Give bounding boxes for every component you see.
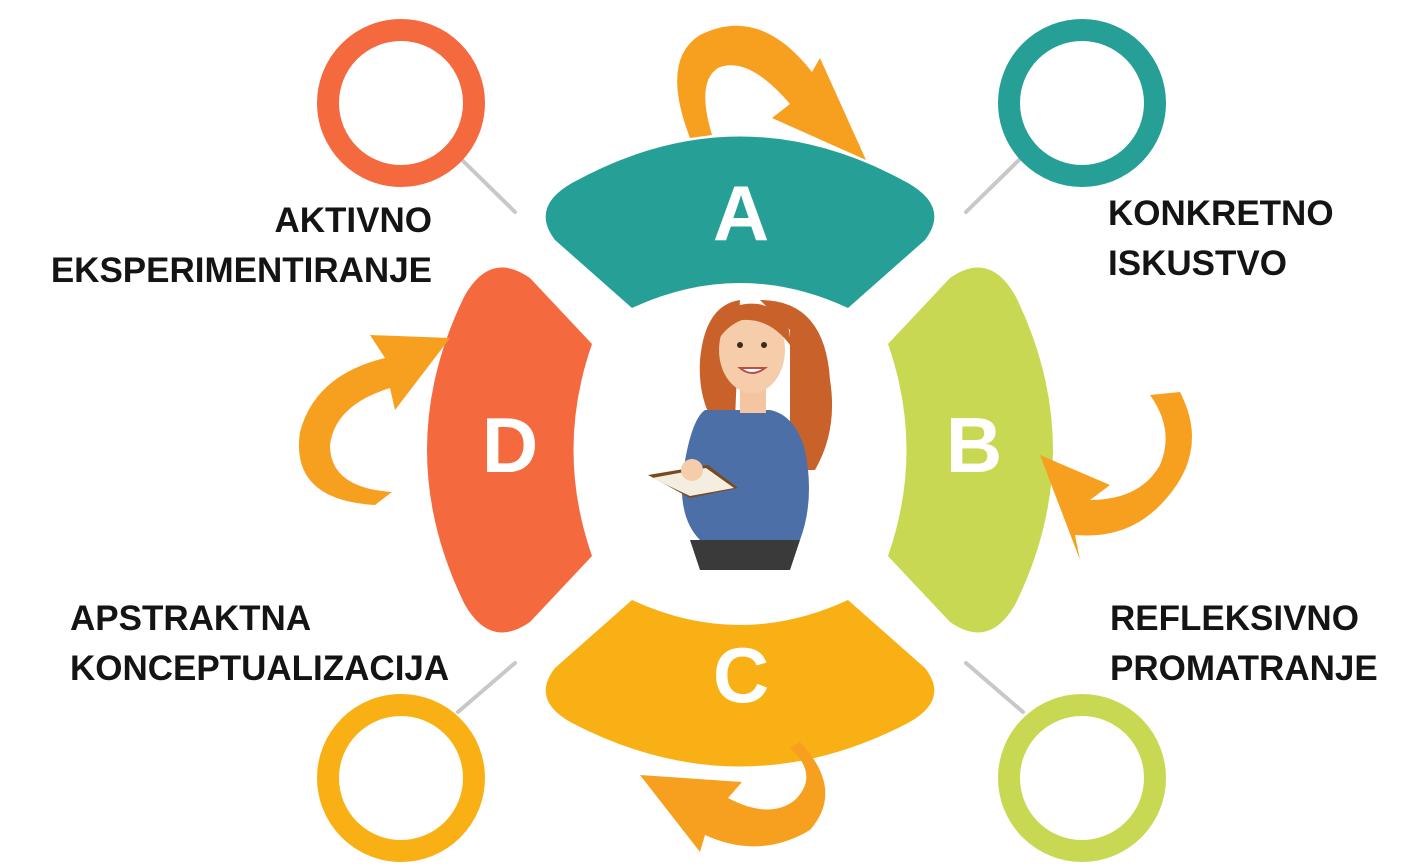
stage-label-bottom-left: APSTRAKTNA KONCEPTUALIZACIJA xyxy=(70,599,449,688)
stage-bottom-right-line2: PROMATRANJE xyxy=(1110,649,1378,688)
ring-marker-top-right xyxy=(998,19,1166,187)
curved-arrow-icon xyxy=(298,25,1192,852)
segment-a xyxy=(545,136,935,308)
connector-top-left xyxy=(456,154,517,214)
connector-bottom-right xyxy=(964,661,1025,714)
ring-marker-bottom-right xyxy=(998,694,1166,862)
stage-bottom-left-line1: APSTRAKTNA xyxy=(70,599,311,638)
stage-top-left-line2: EKSPERIMENTIRANJE xyxy=(51,251,432,290)
stage-top-left-line1: AKTIVNO xyxy=(275,201,433,240)
connector-top-right xyxy=(964,154,1025,214)
segment-letter-c: C xyxy=(713,631,769,719)
connector-lines xyxy=(456,154,1025,714)
segment-c xyxy=(545,600,935,767)
arrow-bottom-left xyxy=(640,742,826,852)
ring-marker-bottom-left xyxy=(317,694,485,862)
stage-bottom-right-line1: REFLEKSIVNO xyxy=(1110,599,1359,638)
teacher-with-notebook-icon xyxy=(648,300,833,570)
segment-letter-b: B xyxy=(946,401,1002,489)
stage-top-right-line1: KONKRETNO xyxy=(1108,194,1334,233)
stage-top-right-line2: ISKUSTVO xyxy=(1108,244,1287,283)
stage-label-top-right: KONKRETNO ISKUSTVO xyxy=(1108,194,1334,283)
segment-letter-a: A xyxy=(713,169,769,257)
stage-label-top-left: AKTIVNO EKSPERIMENTIRANJE xyxy=(51,201,432,290)
segment-letter-d: D xyxy=(482,401,538,489)
arrow-top-right xyxy=(677,25,866,160)
arrow-left-top xyxy=(298,335,450,505)
segment-d xyxy=(427,267,592,633)
ring-marker-top-left xyxy=(317,19,485,187)
connector-bottom-left xyxy=(456,661,517,714)
stage-bottom-left-line2: KONCEPTUALIZACIJA xyxy=(70,649,449,688)
stage-label-bottom-right: REFLEKSIVNO PROMATRANJE xyxy=(1110,599,1378,688)
segment-b xyxy=(888,267,1053,633)
arrow-right-bottom xyxy=(1040,392,1192,560)
